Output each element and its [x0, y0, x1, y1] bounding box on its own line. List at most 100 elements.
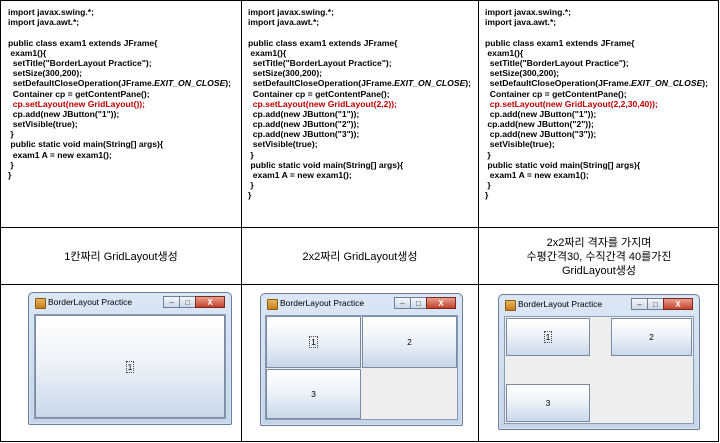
close-button[interactable]: X	[663, 298, 693, 310]
code-text: );	[465, 78, 472, 89]
maximize-button[interactable]: □	[410, 297, 427, 309]
code-line: import javax.swing.*;	[485, 7, 708, 17]
content-pane: 1 2 3	[504, 316, 694, 424]
code-text: setSize(300,200);	[248, 68, 323, 79]
code-line: }	[248, 150, 471, 160]
code-text: import javax.swing.*;	[8, 7, 94, 17]
code-line: setVisible(true);	[8, 119, 231, 129]
code-text: cp.setLayout(new GridLayout());	[8, 98, 146, 109]
code-line: import javax.swing.*;	[8, 7, 231, 17]
code-line	[485, 27, 708, 37]
code-text: setTitle("BorderLayout Practice");	[485, 57, 629, 68]
code-line: }	[248, 180, 471, 190]
code-text: }	[485, 180, 491, 191]
minimize-button[interactable]: ‒	[163, 296, 180, 308]
button-label: 2	[407, 337, 412, 347]
minimize-button[interactable]: ‒	[631, 298, 648, 310]
jbutton-1[interactable]: 1	[506, 318, 590, 356]
window-controls: ‒ □ X	[163, 296, 225, 309]
code-line: public class exam1 extends JFrame{	[8, 38, 231, 48]
code-text: cp.add(new JButton("2"));	[485, 119, 594, 130]
code-line: cp.setLayout(new GridLayout(2,2));	[248, 99, 471, 109]
code-text: cp.add(new JButton("2"));	[248, 119, 360, 130]
code-line: cp.add(new JButton("1"));	[8, 109, 231, 119]
code-text: }	[8, 170, 12, 180]
jbutton-3[interactable]: 3	[506, 384, 590, 422]
caption-3: 2x2짜리 격자를 가지며 수평간격30, 수직간격 40를가진 GridLay…	[479, 236, 719, 278]
code-line: cp.add(new JButton("2"));	[248, 119, 471, 129]
code-line: public static void main(String[] args){	[485, 160, 708, 170]
code-text: setTitle("BorderLayout Practice");	[248, 57, 392, 68]
code-text: cp.add(new JButton("1"));	[248, 108, 360, 119]
caption-line: 1칸짜리 GridLayout생성	[64, 251, 178, 263]
title-bar[interactable]: BorderLayout Practice ‒ □ X	[499, 295, 699, 314]
minimize-button[interactable]: ‒	[394, 297, 411, 309]
code-text: );	[225, 78, 232, 89]
close-button[interactable]: X	[195, 296, 225, 308]
code-text: exam1 A = new exam1();	[485, 170, 589, 180]
code-text: public static void main(String[] args){	[248, 159, 404, 170]
code-line: exam1 A = new exam1();	[248, 170, 471, 180]
maximize-icon: □	[416, 298, 421, 308]
code-line: }	[485, 190, 708, 200]
jbutton-1[interactable]: 1	[35, 315, 225, 418]
code-text: }	[248, 180, 254, 191]
code-text: cp.add(new JButton("3"));	[485, 129, 597, 140]
code-line: setTitle("BorderLayout Practice");	[8, 58, 231, 68]
code-text-italic: EXIT_ON_CLOSE	[394, 78, 466, 89]
code-text: import javax.swing.*;	[485, 7, 571, 17]
window-title: BorderLayout Practice	[518, 299, 603, 309]
code-line: }	[248, 190, 471, 200]
title-bar[interactable]: BorderLayout Practice ‒ □ X	[29, 293, 231, 312]
code-line: setSize(300,200);	[485, 68, 708, 78]
code-line: setSize(300,200);	[8, 68, 231, 78]
window-title: BorderLayout Practice	[48, 297, 133, 307]
code-line: exam1(){	[485, 48, 708, 58]
code-line: import java.awt.*;	[8, 17, 231, 27]
code-text: exam1(){	[8, 47, 47, 58]
code-text: }	[485, 149, 491, 160]
code-text: setDefaultCloseOperation(JFrame.	[248, 78, 395, 89]
jbutton-1[interactable]: 1	[266, 316, 361, 368]
code-line: Container cp = getContentPane();	[248, 89, 471, 99]
code-text: }	[248, 149, 254, 160]
close-icon: X	[207, 297, 213, 307]
code-text: setTitle("BorderLayout Practice");	[8, 57, 152, 68]
code-text: public class exam1 extends JFrame{	[8, 37, 158, 48]
code-line: exam1 A = new exam1();	[8, 150, 231, 160]
close-icon: X	[438, 298, 444, 308]
code-line: }	[485, 180, 708, 190]
code-line: }	[485, 150, 708, 160]
code-block-1: import javax.swing.*;import java.awt.*; p…	[8, 7, 231, 180]
code-text: setVisible(true);	[485, 139, 555, 150]
code-text: public static void main(String[] args){	[485, 159, 641, 170]
code-line: setVisible(true);	[248, 139, 471, 149]
jbutton-2[interactable]: 2	[362, 316, 457, 368]
code-line: setTitle("BorderLayout Practice");	[485, 58, 708, 68]
java-app-icon	[267, 299, 278, 310]
content-pane: 1	[34, 314, 226, 419]
code-line: Container cp = getContentPane();	[8, 89, 231, 99]
code-text-italic: EXIT_ON_CLOSE	[154, 78, 226, 89]
code-text: setSize(300,200);	[8, 68, 83, 79]
maximize-button[interactable]: □	[179, 296, 196, 308]
code-line: }	[8, 160, 231, 170]
row-divider	[1, 284, 718, 285]
minimize-icon: ‒	[400, 298, 405, 308]
caption-2: 2x2짜리 GridLayout생성	[242, 250, 478, 264]
maximize-button[interactable]: □	[647, 298, 664, 310]
code-line: }	[8, 129, 231, 139]
code-line: cp.add(new JButton("2"));	[485, 119, 708, 129]
code-line: setVisible(true);	[485, 139, 708, 149]
title-bar[interactable]: BorderLayout Practice ‒ □ X	[261, 294, 462, 313]
code-line	[248, 27, 471, 37]
code-text: setVisible(true);	[8, 119, 78, 130]
caption-1: 1칸짜리 GridLayout생성	[1, 250, 241, 264]
jbutton-3[interactable]: 3	[266, 369, 361, 419]
jbutton-2[interactable]: 2	[611, 318, 692, 356]
close-button[interactable]: X	[426, 297, 456, 309]
code-line: setTitle("BorderLayout Practice");	[248, 58, 471, 68]
code-text: public class exam1 extends JFrame{	[485, 37, 635, 48]
code-line: cp.add(new JButton("1"));	[248, 109, 471, 119]
